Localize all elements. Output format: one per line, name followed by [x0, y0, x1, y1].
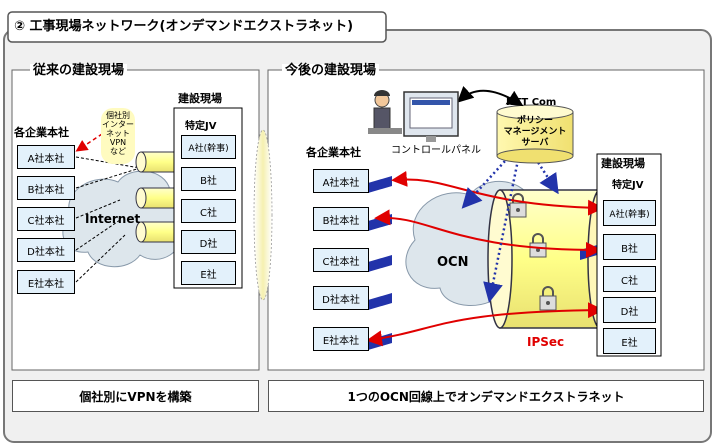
left-site-box-c: C社: [181, 199, 236, 223]
ntt-link-arrow: [457, 85, 524, 107]
right-hq-box-a: A社本社: [313, 169, 369, 193]
link-line: [75, 167, 141, 189]
ipsec-label: IPSec: [527, 335, 565, 349]
left-hq-box-c: C社本社: [17, 207, 75, 231]
right-site-box-a: A社(幹事): [603, 200, 656, 226]
left-jv-label: 特定JV: [185, 121, 217, 132]
left-site-box-d: D社: [181, 230, 236, 254]
right-site-box-e: E社: [603, 328, 656, 354]
left-site-box-b: B社: [181, 167, 236, 191]
right-hq-group-label: 各企業本社: [306, 146, 361, 159]
control-panel-label: コントロールパネル: [391, 145, 481, 156]
callout-arrow: [75, 129, 109, 152]
right-hq-box-c: C社本社: [313, 248, 369, 272]
right-site-box-c: C社: [603, 266, 656, 292]
right-hq-box-b: B社本社: [313, 207, 369, 231]
left-hq-box-d: D社本社: [17, 238, 75, 262]
left-site-label: 建設現場: [178, 92, 222, 105]
link-line: [75, 219, 121, 251]
link-line: [75, 234, 126, 283]
policy-server-line: マネージメント: [503, 127, 567, 137]
link-line: [75, 199, 121, 219]
left-hq-box-a: A社本社: [17, 145, 75, 169]
policy-arrow: [483, 149, 522, 303]
policy-server-cylinder: [496, 104, 574, 164]
right-site-box-b: B社: [603, 234, 656, 260]
callout-line: など: [110, 147, 126, 156]
router-icon: [368, 255, 392, 272]
right-caption: 1つのOCN回線上でオンデマンドエクストラネット: [268, 380, 704, 412]
right-site-label: 建設現場: [601, 157, 645, 170]
callout-line: VPN: [109, 138, 127, 147]
left-site-box-e: E社: [181, 261, 236, 285]
page-title: ② 工事現場ネットワーク(オンデマンドエクストラネット): [14, 19, 354, 34]
left-section-title: 従来の建設現場: [30, 64, 128, 77]
panel-divider: [253, 129, 273, 301]
router-icon: [368, 176, 392, 193]
ntt-label: NTT Com: [506, 97, 557, 108]
right-site-box-d: D社: [603, 297, 656, 323]
left-caption: 個社別にVPNを構築: [12, 380, 259, 412]
left-hq-box-e: E社本社: [17, 270, 75, 294]
policy-server-line: ポリシー: [516, 116, 553, 126]
right-jv-label: 特定JV: [612, 180, 644, 191]
right-hq-box-e: E社本社: [313, 327, 369, 351]
policy-server-label: ポリシー マネージメント サーバ: [497, 116, 573, 149]
left-hq-box-b: B社本社: [17, 176, 75, 200]
policy-arrow: [461, 149, 516, 209]
internet-label: Internet: [85, 212, 141, 226]
monitor-icon: [403, 91, 459, 142]
callout-line: インター: [102, 120, 134, 129]
vpn-callout: 個社別 インター ネット VPN など: [101, 108, 135, 164]
left-site-box-a: A社(幹事): [181, 135, 236, 159]
extranet-arrow: [374, 209, 602, 258]
right-section-title: 今後の建設現場: [282, 64, 380, 77]
callout-line: 個社別: [106, 111, 130, 120]
operator-icon: [368, 90, 402, 134]
callout-line: ネット: [106, 129, 130, 138]
right-hq-box-d: D社本社: [313, 286, 369, 310]
extranet-arrow: [366, 302, 604, 347]
policy-server-line: サーバ: [521, 138, 549, 148]
left-hq-group-label: 各企業本社: [14, 126, 69, 139]
title-tab: [7, 11, 387, 43]
ocn-label: OCN: [437, 255, 469, 270]
